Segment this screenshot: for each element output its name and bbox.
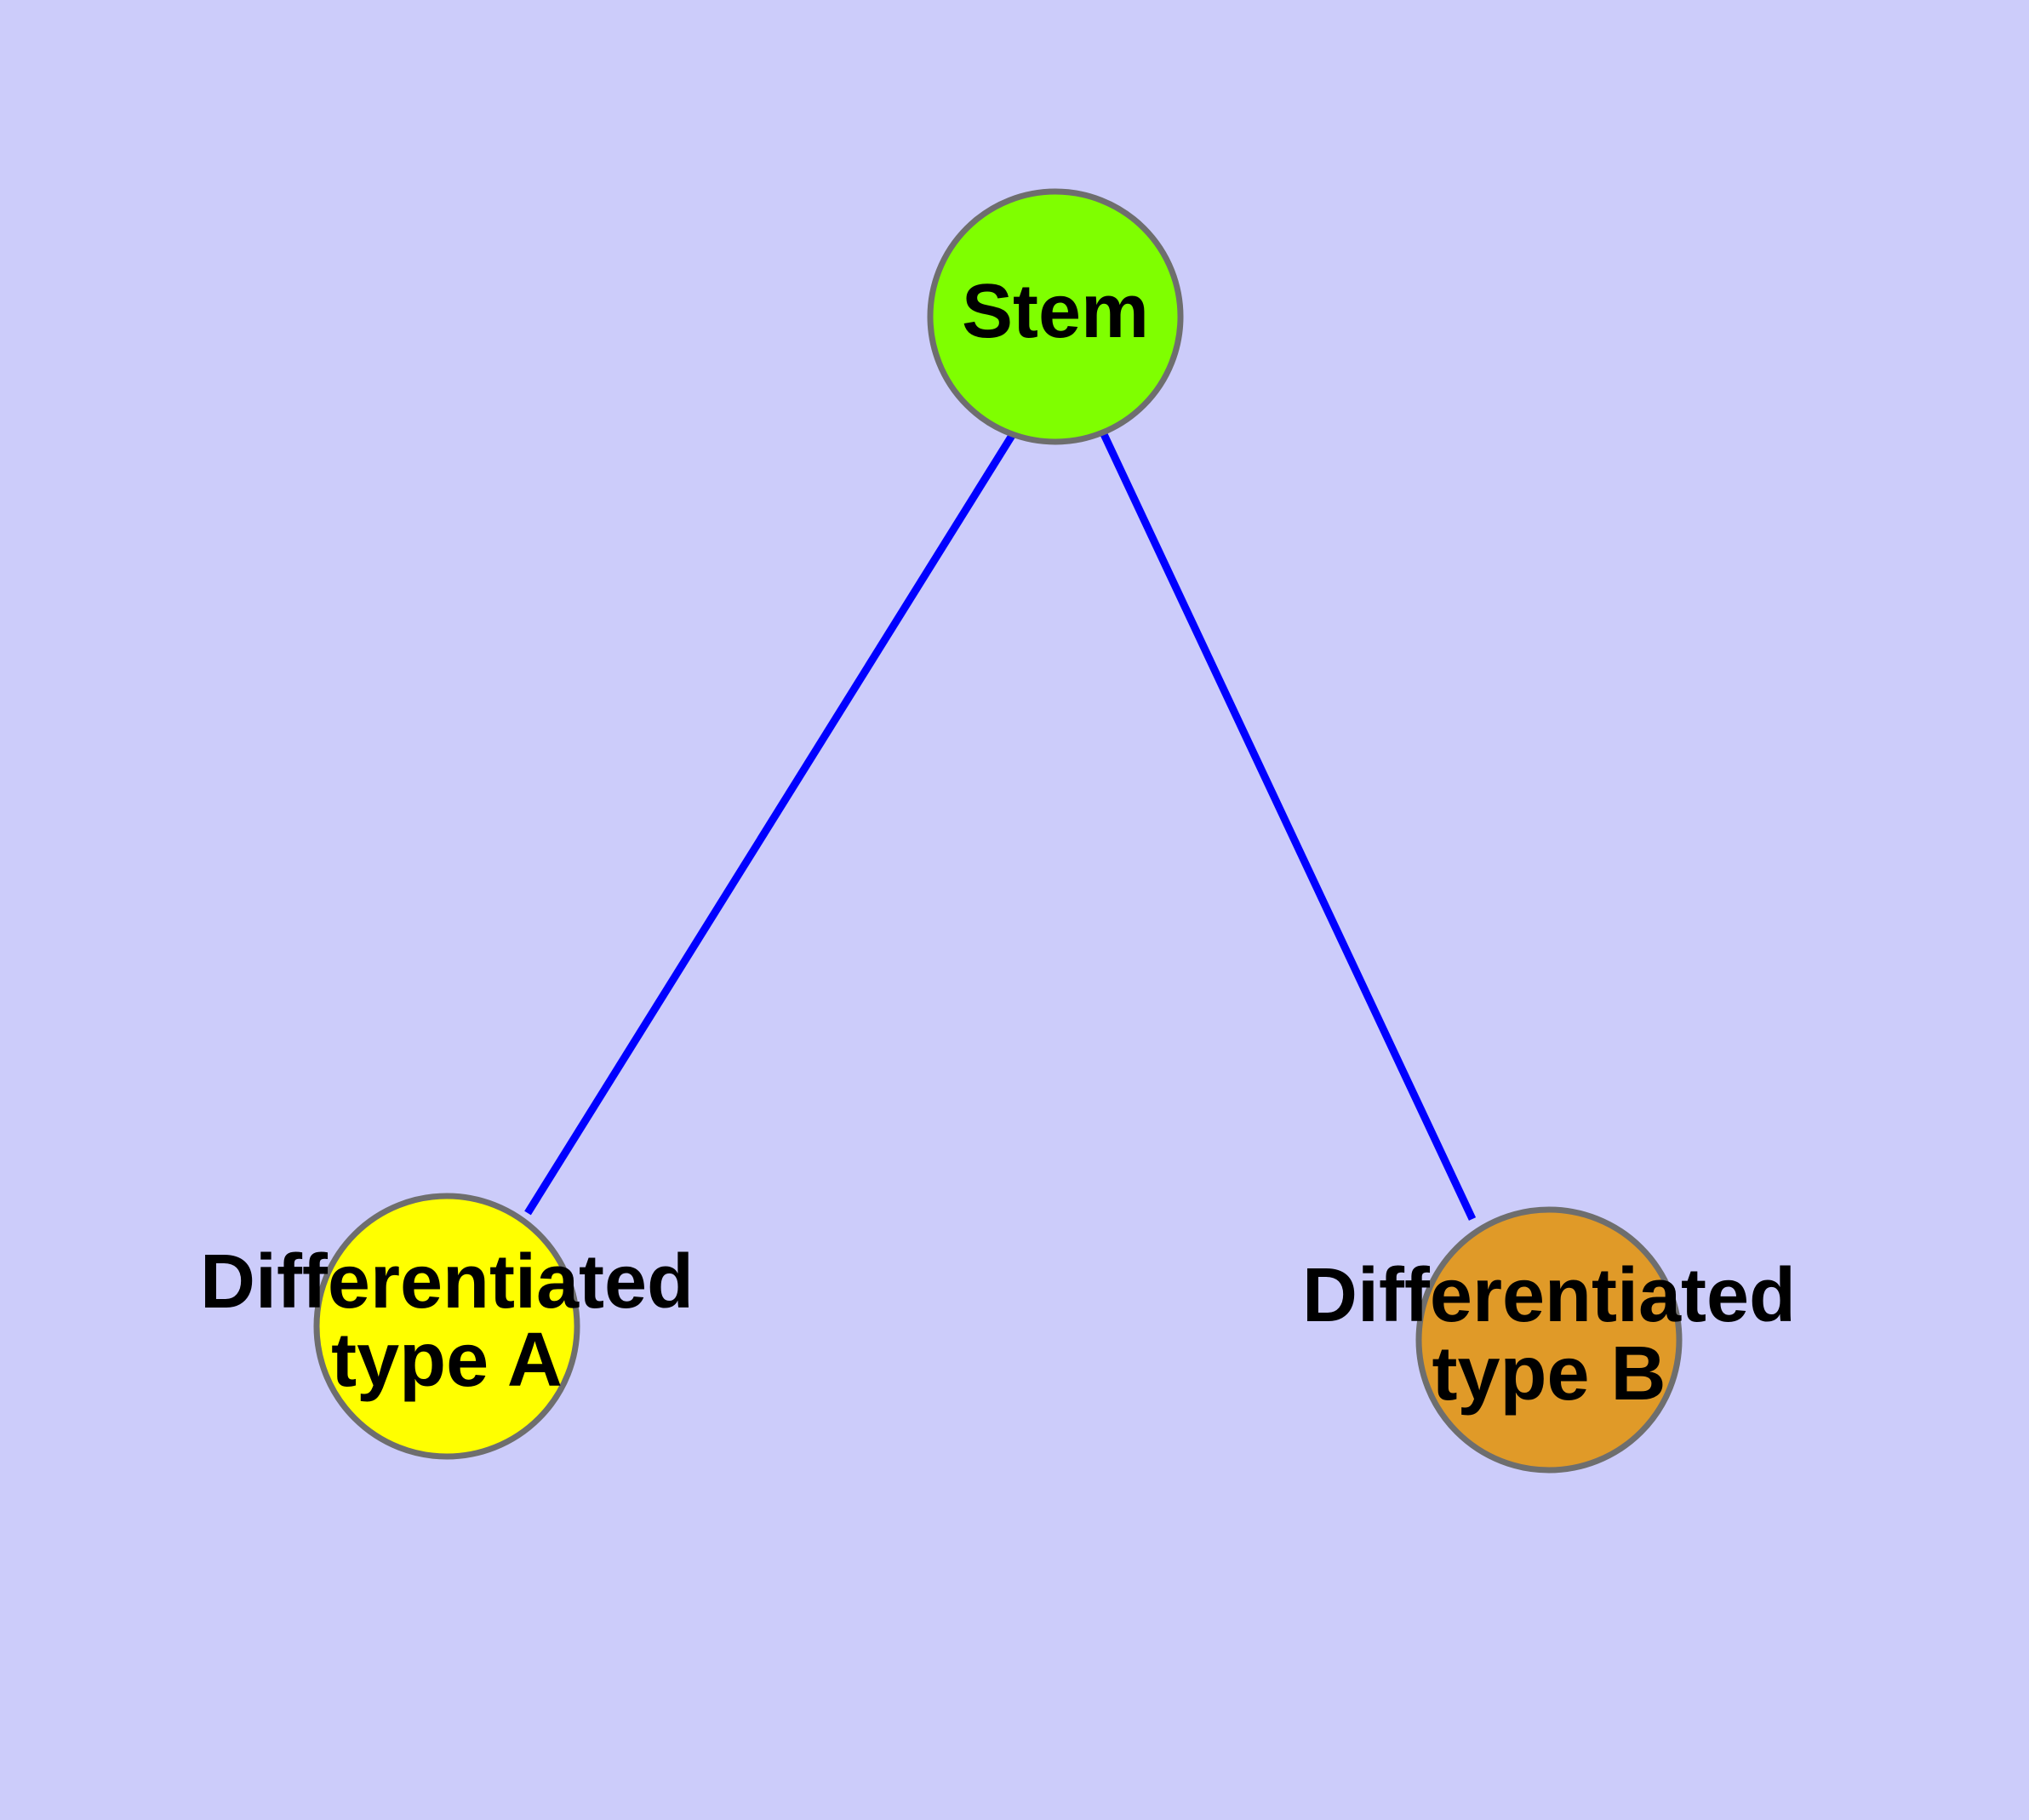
node-label-line: type B bbox=[1432, 1331, 1666, 1417]
graph-edge-stem-to-a[interactable] bbox=[524, 432, 1016, 1216]
node-label-line: Differentiated bbox=[200, 1239, 694, 1325]
node-label-line: type A bbox=[331, 1318, 563, 1403]
node-label-line: Differentiated bbox=[1302, 1253, 1796, 1338]
graph-node-stem[interactable]: Stem bbox=[927, 188, 1184, 445]
node-label-stem: Stem bbox=[962, 269, 1149, 354]
node-circle-stem[interactable] bbox=[927, 188, 1184, 445]
node-circle-diff_a[interactable] bbox=[313, 1193, 580, 1460]
graph-edge-stem-to-b[interactable] bbox=[1099, 431, 1477, 1221]
node-label-line: Stem bbox=[962, 269, 1149, 354]
node-circle-diff_b[interactable] bbox=[1415, 1206, 1683, 1474]
edge-layer bbox=[524, 431, 1477, 1221]
